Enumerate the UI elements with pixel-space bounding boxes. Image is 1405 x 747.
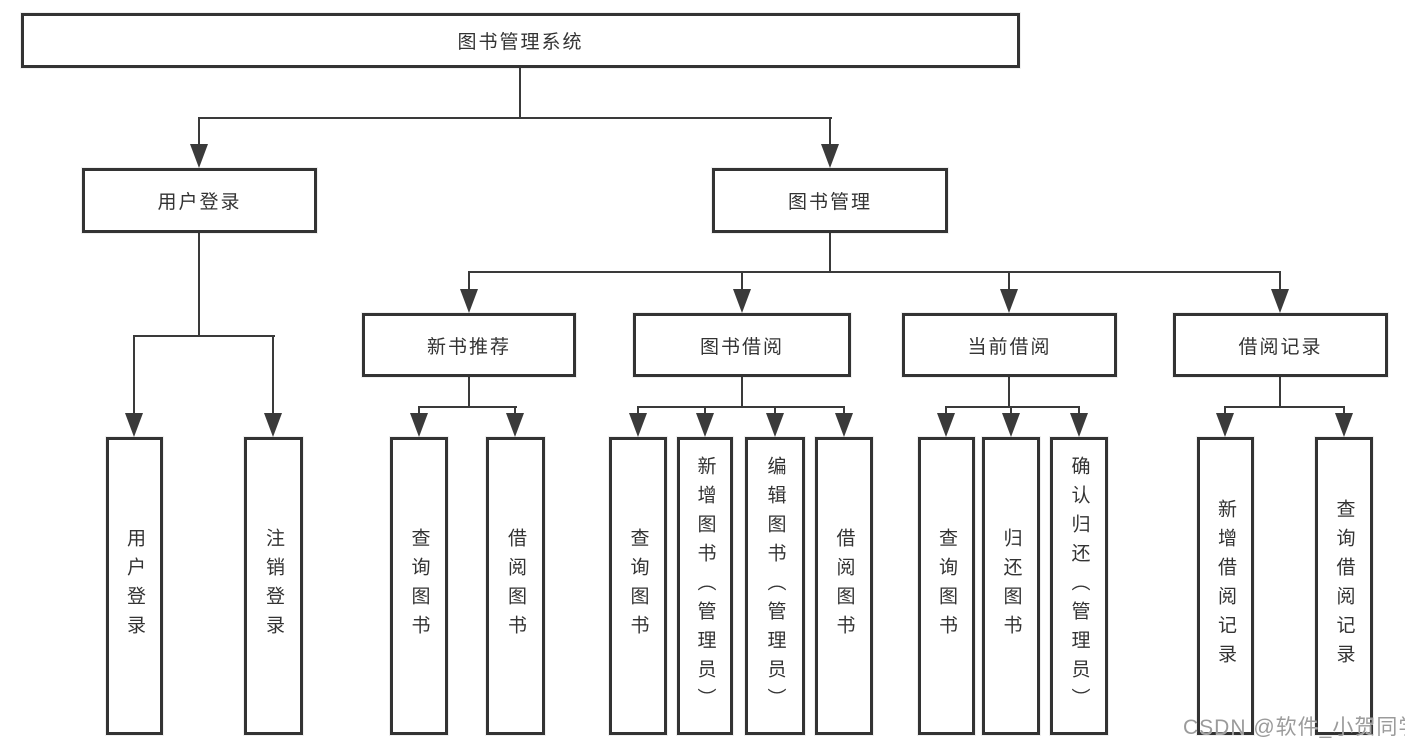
connector-shaft-nb2 — [514, 406, 516, 416]
node-user-login-label: 用户登录 — [157, 192, 242, 213]
leaf-borrow-borrow-books: 借阅图书 — [815, 437, 873, 735]
connector-shaft-user-login — [198, 117, 200, 147]
node-book-management-label: 图书管理 — [787, 192, 872, 213]
leaf-current-return-books: 归还图书 — [982, 437, 1040, 735]
connector-shaft-current-borrow — [1008, 271, 1010, 291]
leaf-user-login-label: 用户登录 — [124, 528, 145, 644]
connector-rail-level3 — [468, 271, 1281, 273]
connector-mgmt-stem — [829, 233, 831, 273]
connector-shaft-bb3 — [774, 406, 776, 416]
connector-shaft-cb3 — [1078, 406, 1080, 416]
arrowhead-cb2 — [1002, 413, 1020, 437]
arrowhead-cb1 — [937, 413, 955, 437]
connector-shaft-book-mgmt — [829, 117, 831, 147]
connector-shaft-leaf-login2 — [272, 335, 274, 417]
connector-bookborrow-stem — [741, 377, 743, 407]
connector-newbook-stem — [468, 377, 470, 407]
node-root-label: 图书管理系统 — [457, 32, 584, 53]
arrowhead-nb1 — [410, 413, 428, 437]
leaf-newbook-query-books: 查询图书 — [390, 437, 448, 735]
connector-shaft-bb1 — [637, 406, 639, 416]
arrowhead-leaf-login1 — [125, 413, 143, 437]
arrowhead-leaf-login2 — [264, 413, 282, 437]
leaf-borrow-edit-books-admin-label: 编辑图书（管理员） — [764, 455, 786, 717]
leaf-newbook-borrow-books: 借阅图书 — [486, 437, 545, 735]
arrowhead-book-borrow — [733, 289, 751, 313]
connector-shaft-book-borrow — [741, 271, 743, 291]
node-user-login: 用户登录 — [82, 168, 317, 233]
leaf-current-confirm-return-admin: 确认归还（管理员） — [1050, 437, 1108, 735]
leaf-borrow-query-books: 查询图书 — [609, 437, 667, 735]
connector-rail-login — [133, 335, 275, 337]
arrowhead-bb3 — [766, 413, 784, 437]
leaf-current-query-books-label: 查询图书 — [936, 528, 957, 644]
arrowhead-bb1 — [629, 413, 647, 437]
node-borrow-records: 借阅记录 — [1173, 313, 1388, 377]
leaf-borrow-add-books-admin: 新增图书（管理员） — [677, 437, 733, 735]
node-current-borrow-label: 当前借阅 — [967, 336, 1052, 358]
connector-rail-newbook — [418, 406, 517, 408]
leaf-borrow-query-books-label: 查询图书 — [627, 528, 649, 644]
arrowhead-current-borrow — [1000, 289, 1018, 313]
leaf-current-return-books-label: 归还图书 — [1000, 528, 1022, 644]
leaf-record-query-borrow-record-label: 查询借阅记录 — [1333, 499, 1355, 673]
leaf-record-add-borrow-record: 新增借阅记录 — [1197, 437, 1254, 735]
connector-borrowrecord-stem — [1279, 377, 1281, 407]
connector-shaft-bb4 — [843, 406, 845, 416]
arrowhead-borrow-record — [1271, 289, 1289, 313]
connector-shaft-br2 — [1343, 406, 1345, 416]
leaf-current-query-books: 查询图书 — [918, 437, 975, 735]
node-current-borrow: 当前借阅 — [902, 313, 1117, 377]
leaf-borrow-borrow-books-label: 借阅图书 — [833, 528, 855, 644]
leaf-user-login: 用户登录 — [106, 437, 163, 735]
leaf-borrow-add-books-admin-label: 新增图书（管理员） — [694, 455, 716, 717]
connector-shaft-nb1 — [418, 406, 420, 416]
node-root: 图书管理系统 — [21, 13, 1020, 68]
leaf-logout-label: 注销登录 — [263, 528, 284, 644]
connector-shaft-borrow-record — [1279, 271, 1281, 291]
connector-root-stem — [519, 68, 521, 118]
arrowhead-br1 — [1216, 413, 1234, 437]
csdn-watermark: CSDN @软件_小贺同学 — [1183, 716, 1405, 739]
node-borrow-records-label: 借阅记录 — [1238, 336, 1323, 358]
connector-shaft-new-book — [468, 271, 470, 291]
node-book-borrow-label: 图书借阅 — [699, 336, 784, 358]
connector-rail-currentborrow — [945, 406, 1080, 408]
connector-currentborrow-stem — [1008, 377, 1010, 407]
connector-rail-bookborrow — [637, 406, 845, 408]
leaf-current-confirm-return-admin-label: 确认归还（管理员） — [1068, 455, 1090, 717]
connector-shaft-cb1 — [945, 406, 947, 416]
arrowhead-nb2 — [506, 413, 524, 437]
connector-shaft-cb2 — [1010, 406, 1012, 416]
arrowhead-bb2 — [696, 413, 714, 437]
arrowhead-bb4 — [835, 413, 853, 437]
arrowhead-br2 — [1335, 413, 1353, 437]
connector-shaft-bb2 — [704, 406, 706, 416]
leaf-record-query-borrow-record: 查询借阅记录 — [1315, 437, 1373, 735]
leaf-borrow-edit-books-admin: 编辑图书（管理员） — [745, 437, 805, 735]
connector-rail-level2 — [198, 117, 832, 119]
connector-rail-borrowrecord — [1224, 406, 1345, 408]
connector-login-stem — [198, 233, 200, 337]
connector-shaft-leaf-login1 — [133, 335, 135, 417]
leaf-logout: 注销登录 — [244, 437, 303, 735]
leaf-newbook-query-books-label: 查询图书 — [408, 528, 430, 644]
arrowhead-cb3 — [1070, 413, 1088, 437]
arrowhead-new-book — [460, 289, 478, 313]
node-book-management: 图书管理 — [712, 168, 948, 233]
arrowhead-book-mgmt — [821, 144, 839, 168]
connector-shaft-br1 — [1224, 406, 1226, 416]
leaf-newbook-borrow-books-label: 借阅图书 — [505, 528, 526, 644]
leaf-record-add-borrow-record-label: 新增借阅记录 — [1215, 499, 1236, 673]
node-new-book-recommend: 新书推荐 — [362, 313, 576, 377]
node-new-book-recommend-label: 新书推荐 — [426, 336, 511, 358]
node-book-borrow: 图书借阅 — [633, 313, 851, 377]
arrowhead-user-login — [190, 144, 208, 168]
